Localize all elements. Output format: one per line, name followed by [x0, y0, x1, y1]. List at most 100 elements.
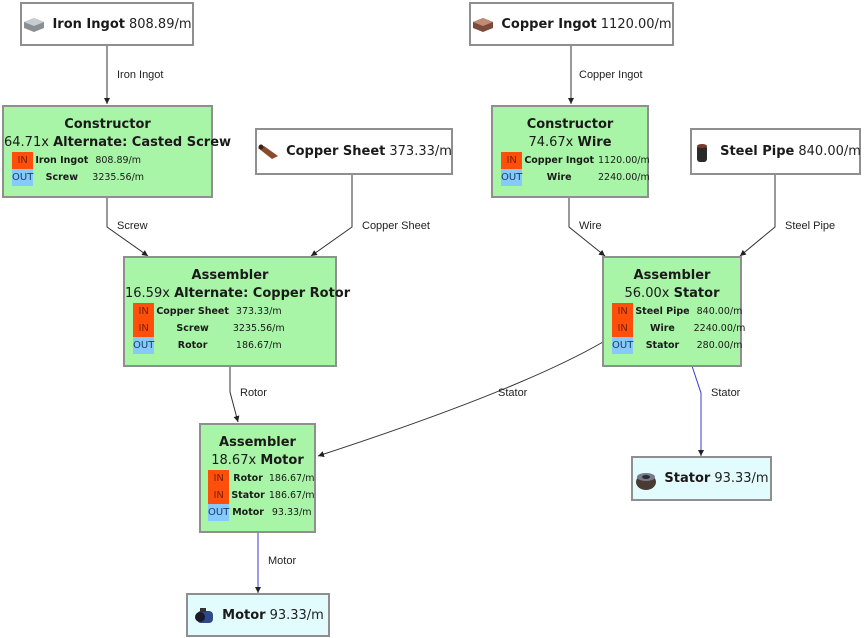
machine-count: 64.71x: [4, 135, 49, 150]
recipe-name: Motor: [260, 453, 304, 468]
in-tag: IN: [208, 487, 230, 504]
machine-count: 16.59x: [125, 286, 170, 301]
resource-rate: 808.89/m: [128, 16, 192, 32]
machine-name: Constructor: [64, 117, 151, 132]
machine-name: Assembler: [633, 268, 711, 283]
io-rate: 2240.00/m: [598, 172, 650, 183]
motor-icon: [192, 605, 216, 625]
resource-rate: 93.33/m: [269, 607, 324, 623]
resource-rate: 840.00/m: [798, 144, 861, 159]
io-item: Steel Pipe: [635, 306, 690, 317]
io-rate: 840.00/m: [696, 306, 743, 317]
edge-label-copper-ingot: Copper Ingot: [579, 69, 643, 81]
resource-node-iron-ingot[interactable]: Iron Ingot 808.89/m: [20, 2, 194, 46]
io-rate: 186.67/m: [268, 473, 315, 484]
edge-label-stator-to-motor: Stator: [498, 387, 528, 399]
io-rate: 186.67/m: [235, 340, 282, 351]
recipe-name: Alternate: Copper Rotor: [174, 286, 351, 301]
io-rate: 280.00/m: [696, 340, 743, 351]
io-item: Screw: [176, 323, 209, 334]
edge-copper-sheet: [310, 174, 353, 257]
in-tag: IN: [612, 303, 634, 320]
io-item: Stator: [231, 490, 265, 501]
resource-name: Copper Sheet: [286, 144, 386, 159]
edge-label-steel-pipe: Steel Pipe: [785, 220, 836, 232]
edge-stator-to-motor: [317, 341, 604, 457]
resource-node-copper-sheet[interactable]: Copper Sheet 373.33/m: [255, 128, 453, 175]
edge-label-copper-sheet: Copper Sheet: [362, 220, 430, 232]
recipe-name: Stator: [673, 286, 720, 301]
io-row: OUT Wire 2240.00/m: [501, 169, 652, 186]
edge-stator-out: [691, 365, 704, 456]
resource-name: Copper Ingot: [501, 16, 597, 32]
out-tag: OUT: [612, 337, 634, 354]
edge-screw: [106, 197, 149, 257]
stator-icon: [634, 469, 658, 490]
machine-count: 56.00x: [624, 286, 670, 301]
resource-name: Steel Pipe: [720, 144, 795, 159]
edge-label-wire: Wire: [579, 220, 602, 232]
io-row: OUT Screw 3235.56/m: [12, 169, 146, 186]
copper-ingot-icon: [471, 14, 495, 34]
resource-name: Motor: [222, 607, 266, 623]
io-rate: 373.33/m: [235, 306, 282, 317]
io-item: Wire: [546, 172, 572, 183]
resource-name: Stator: [664, 471, 711, 486]
copper-sheet-icon: [256, 142, 280, 162]
machine-count: 74.67x: [528, 135, 574, 150]
resource-node-copper-ingot[interactable]: Copper Ingot 1120.00/m: [469, 2, 674, 46]
io-rate: 186.67/m: [268, 490, 315, 501]
io-item: Wire: [650, 323, 675, 334]
in-tag: IN: [133, 320, 155, 337]
resource-rate: 373.33/m: [389, 144, 452, 159]
edge-steel-pipe: [739, 174, 776, 257]
recipe-node-copper-rotor[interactable]: Assembler 16.59x Alternate: Copper Rotor…: [123, 256, 350, 367]
io-rate: 2240.00/m: [693, 323, 746, 334]
machine-name: Assembler: [191, 268, 269, 283]
resource-rate: 93.33/m: [714, 471, 769, 486]
in-tag: IN: [208, 470, 230, 487]
in-tag: IN: [501, 152, 523, 169]
io-item: Iron Ingot: [35, 155, 89, 166]
io-rate: 3235.56/m: [92, 172, 145, 183]
output-node-motor[interactable]: Motor 93.33/m: [186, 593, 330, 637]
edge-rotor: [229, 366, 240, 423]
edge-wire: [568, 197, 606, 257]
recipe-name: Alternate: Casted Screw: [53, 135, 232, 150]
recipe-node-casted-screw[interactable]: Constructor 64.71x Alternate: Casted Scr…: [2, 105, 231, 198]
out-tag: OUT: [12, 169, 34, 186]
output-node-stator[interactable]: Stator 93.33/m: [631, 456, 772, 501]
recipe-name: Wire: [577, 135, 612, 150]
out-tag: OUT: [501, 169, 523, 186]
io-rate: 3235.56/m: [232, 323, 285, 334]
resource-node-steel-pipe[interactable]: Steel Pipe 840.00/m: [690, 128, 861, 175]
out-tag: OUT: [133, 337, 155, 354]
io-row: IN Wire 2240.00/m: [612, 320, 747, 337]
io-item: Rotor: [177, 340, 208, 351]
in-tag: IN: [12, 152, 34, 169]
resource-name: Iron Ingot: [52, 16, 125, 32]
io-item: Screw: [45, 172, 78, 183]
iron-ingot-icon: [22, 14, 46, 34]
io-item: Copper Ingot: [524, 155, 595, 166]
io-item: Rotor: [233, 473, 263, 484]
io-row: OUT Rotor 186.67/m: [133, 337, 287, 354]
edge-label-stator-out: Stator: [711, 387, 741, 399]
edge-label-iron-ingot: Iron Ingot: [117, 69, 164, 81]
io-rate: 1120.00/m: [598, 155, 650, 166]
in-tag: IN: [612, 320, 634, 337]
edge-label-rotor: Rotor: [240, 387, 267, 399]
